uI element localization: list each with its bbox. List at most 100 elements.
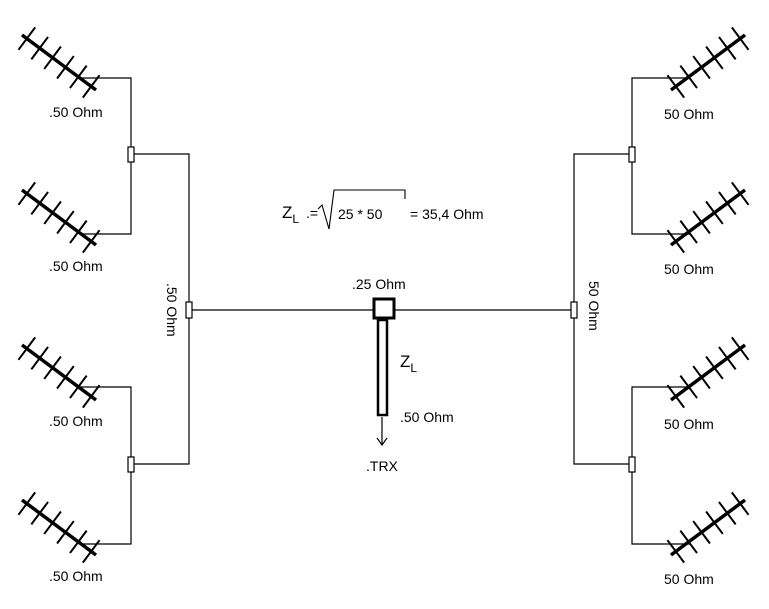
antenna-boom (20, 498, 98, 557)
impedance-label-right-3: 50 Ohm (664, 416, 714, 432)
antenna-boom (669, 33, 747, 92)
formula-result: = 35,4 Ohm (410, 206, 484, 222)
feedline-left-1 (80, 77, 132, 154)
antenna-element (56, 520, 75, 545)
feedline-right-lower-combine (573, 310, 632, 465)
antenna-element (718, 191, 737, 215)
antenna-element (30, 36, 49, 60)
connectors (127, 146, 636, 473)
formula-lhs-subscript: L (292, 212, 300, 226)
yagi-antenna-icon (666, 336, 750, 409)
impedance-label-left-1: .50 Ohm (49, 104, 103, 120)
impedance-label-left-4: .50 Ohm (49, 568, 103, 584)
antenna-element (69, 375, 88, 399)
antenna-element (718, 36, 737, 60)
antenna-boom (669, 343, 747, 402)
antenna-element (679, 65, 698, 89)
antenna-element (705, 355, 724, 380)
impedance-label-left-2: .50 Ohm (49, 258, 103, 274)
transformer-impedance-label: ZL (400, 352, 418, 375)
antenna-element (705, 200, 724, 225)
feedline-left-4 (80, 464, 132, 545)
branch-impedance-left: .50 Ohm (164, 283, 180, 337)
antenna-element (17, 181, 36, 206)
formula-equals: .= (305, 205, 319, 221)
yagi-antenna-icon (17, 336, 101, 409)
antenna-element (679, 530, 698, 554)
antenna-boom (20, 33, 98, 92)
antenna-element (731, 26, 750, 51)
antenna-boom (20, 188, 98, 247)
antenna-boom (669, 188, 747, 247)
impedance-formula: ZL .= (282, 203, 319, 227)
antenna-element (666, 384, 685, 409)
antenna-element (43, 510, 62, 535)
antenna-element (43, 355, 62, 380)
yagi-antenna-icon (666, 26, 750, 99)
antenna-element (692, 55, 711, 80)
antenna-element (692, 210, 711, 235)
feedline-right-1 (631, 77, 690, 154)
yagi-antenna-icon (666, 181, 750, 254)
antenna-element (43, 200, 62, 225)
yagi-antenna-icon (666, 491, 750, 564)
antenna-element (69, 65, 88, 89)
antenna-element (17, 26, 36, 51)
antenna-boom (669, 498, 747, 557)
feedline-left-2 (80, 154, 132, 235)
feedline-right-2 (631, 154, 690, 235)
antenna-element (692, 520, 711, 545)
branch-impedance-right: 50 Ohm (586, 281, 602, 331)
sqrt-sign-icon (317, 189, 406, 230)
antenna-element (69, 220, 88, 244)
quarter-wave-transformer (372, 297, 396, 447)
feed-lines (80, 77, 690, 545)
impedance-label-right-4: 50 Ohm (664, 571, 714, 587)
antenna-element (82, 74, 101, 99)
yagi-antenna-icon (17, 181, 101, 254)
antenna-element (30, 501, 49, 525)
antenna-element (692, 365, 711, 390)
antenna-element (69, 530, 88, 554)
trx-label: .TRX (366, 458, 398, 474)
antenna-element (17, 491, 36, 516)
antenna-element (30, 191, 49, 215)
connector-left-lower (127, 456, 135, 473)
antenna-element (82, 384, 101, 409)
antenna-element (666, 74, 685, 99)
yagi-antenna-icon (17, 491, 101, 564)
trx-arrow-icon (376, 437, 388, 447)
antenna-element (56, 210, 75, 235)
connector-right-main (570, 301, 578, 319)
antenna-element (17, 336, 36, 361)
connector-right-upper (628, 146, 636, 163)
feedline-left-lower-combine (131, 310, 190, 465)
feedline-right-upper-combine (573, 153, 632, 310)
junction-impedance-label: .25 Ohm (352, 276, 406, 292)
formula-lhs: Z (282, 203, 293, 222)
feedline-left-upper-combine (131, 153, 190, 310)
antenna-element (705, 510, 724, 535)
antenna-element (56, 55, 75, 80)
antenna-element (731, 336, 750, 361)
junction-box (372, 297, 396, 320)
output-impedance-label: .50 Ohm (400, 409, 454, 425)
impedance-label-right-1: 50 Ohm (664, 106, 714, 122)
connector-left-main (185, 301, 193, 319)
antenna-element (30, 346, 49, 370)
antenna-element (731, 181, 750, 206)
antenna-element (705, 45, 724, 70)
formula-radicand: 25 * 50 (338, 206, 383, 222)
antenna-boom (20, 343, 98, 402)
antenna-element (56, 365, 75, 390)
connector-left-upper (127, 146, 135, 163)
antenna-element (718, 346, 737, 370)
feedline-right-4 (631, 464, 690, 545)
transformer-line (376, 318, 389, 417)
yagi-antenna-icon (17, 26, 101, 99)
antenna-element (718, 501, 737, 525)
impedance-label-right-2: 50 Ohm (664, 261, 714, 277)
connector-right-lower (628, 456, 636, 473)
